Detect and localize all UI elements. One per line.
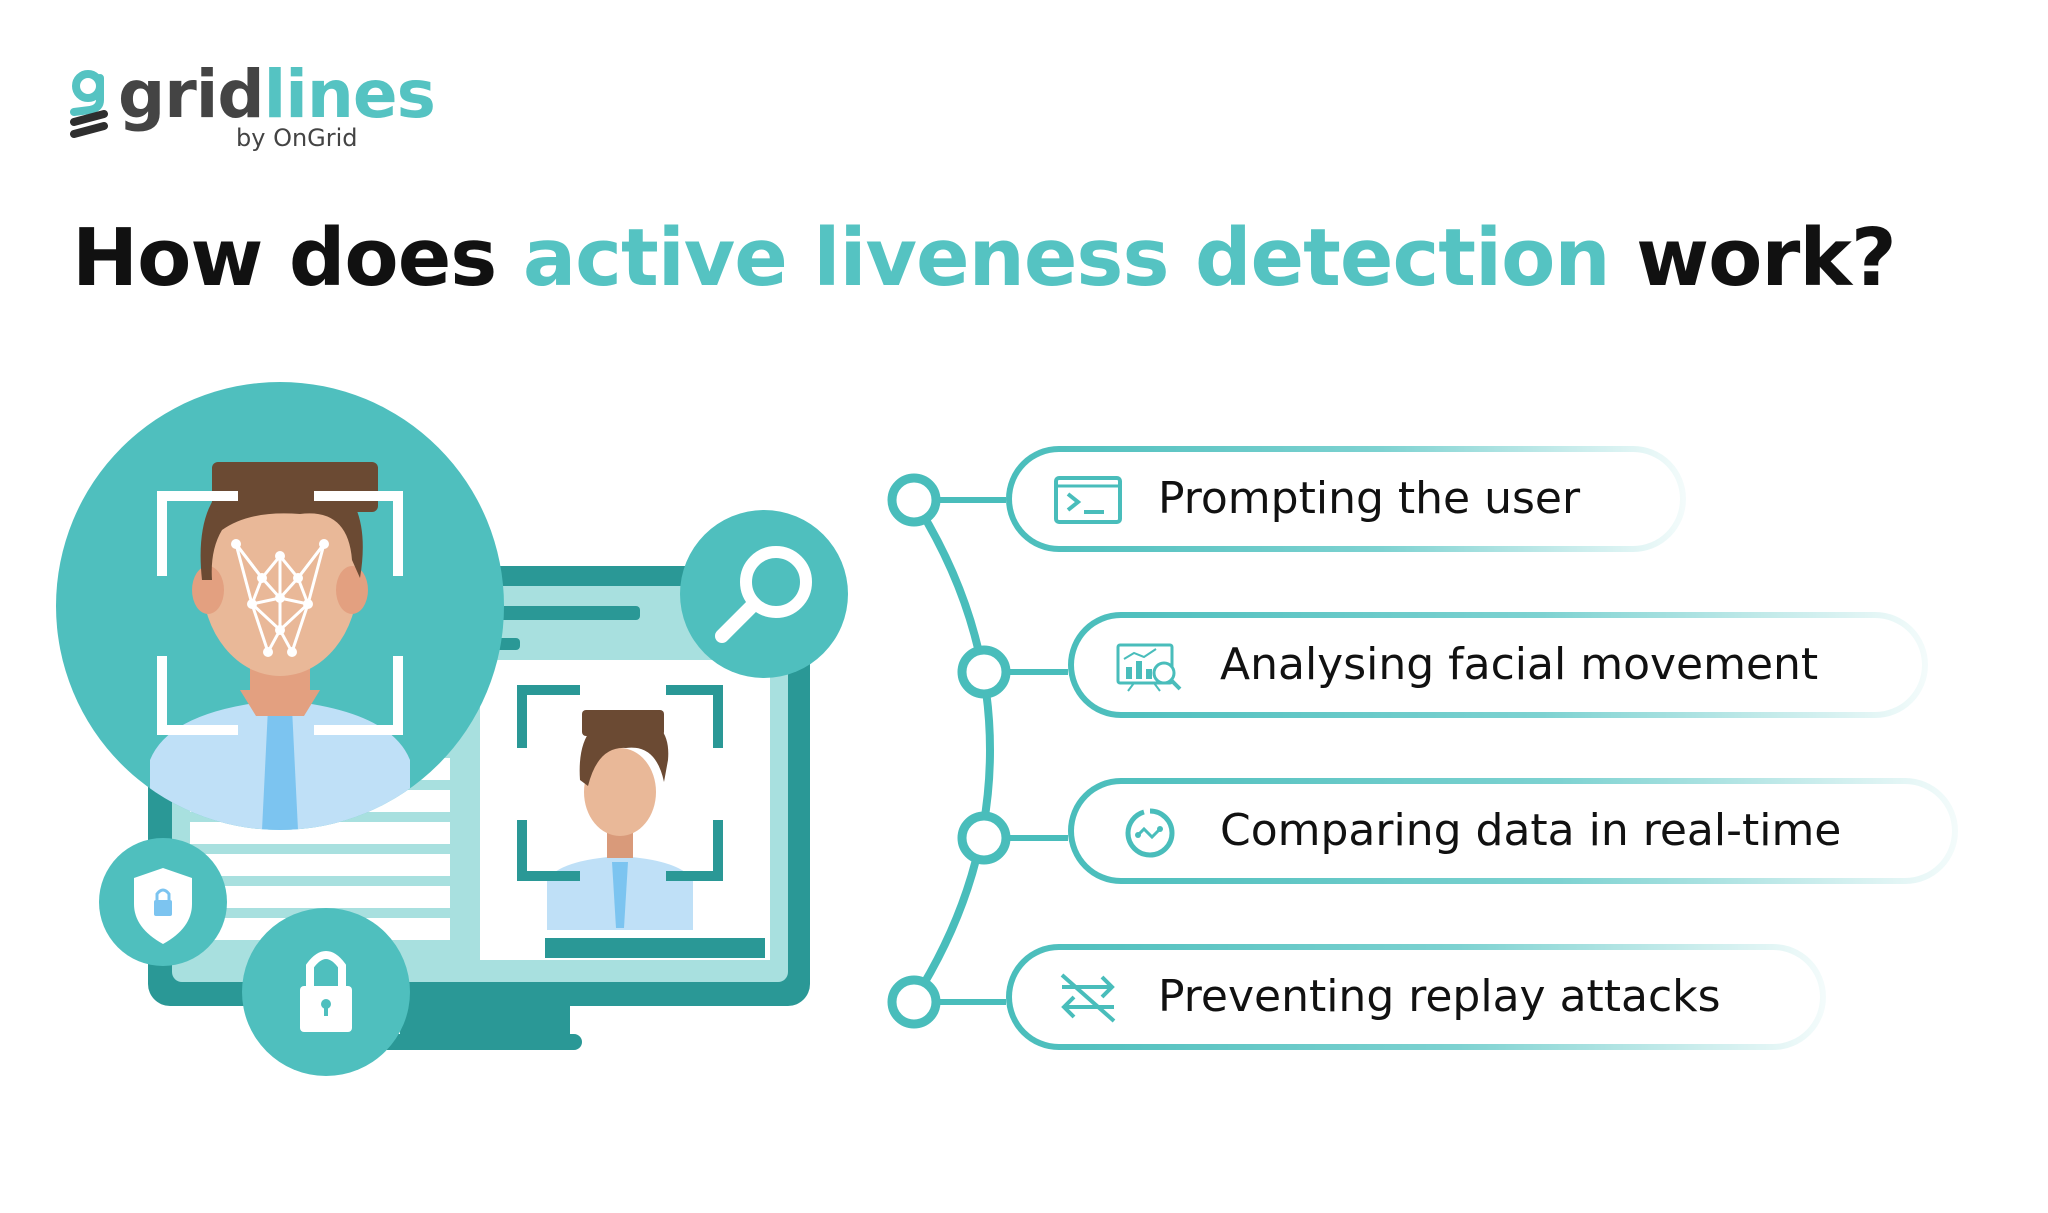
connector-node — [957, 811, 1011, 865]
step-label: Analysing facial movement — [1220, 639, 1819, 690]
realtime-sync-icon — [1125, 808, 1175, 858]
logo-wordmark: gridlines — [118, 62, 436, 128]
connector-node — [957, 645, 1011, 699]
title-part2: work? — [1609, 212, 1897, 304]
logo-tagline: by OnGrid — [236, 124, 358, 152]
analytics-magnifier-icon — [1116, 643, 1182, 692]
step-prompting-user: Prompting the user — [1006, 446, 1686, 552]
step-label: Comparing data in real-time — [1220, 805, 1842, 856]
title-part1: How does — [72, 212, 523, 304]
screen-face-frame-icon — [517, 685, 723, 881]
face-verification-illustration — [56, 382, 848, 1076]
no-replay-arrows-icon — [1060, 973, 1116, 1023]
terminal-prompt-icon — [1054, 476, 1122, 524]
step-label: Prompting the user — [1158, 473, 1581, 524]
screen-person-icon — [547, 710, 693, 930]
title-accent: active liveness detection — [522, 212, 1611, 304]
padlock-icon — [242, 908, 410, 1076]
page-title: How does active liveness detection work? — [72, 212, 1897, 304]
magnifier-icon — [680, 510, 848, 678]
step-comparing-data-realtime: Comparing data in real-time — [1068, 778, 1958, 884]
logo-wordmark-grid: grid — [118, 56, 265, 133]
connector-node — [887, 975, 941, 1029]
face-scan-icon — [56, 382, 504, 830]
shield-icon — [99, 838, 227, 966]
gridlines-logo-mark-icon — [70, 70, 108, 138]
step-analysing-facial-movement: Analysing facial movement — [1068, 612, 1928, 718]
step-preventing-replay-attacks: Preventing replay attacks — [1006, 944, 1826, 1050]
connector-node — [887, 473, 941, 527]
logo-wordmark-lines: lines — [263, 56, 436, 133]
step-label: Preventing replay attacks — [1158, 971, 1721, 1022]
